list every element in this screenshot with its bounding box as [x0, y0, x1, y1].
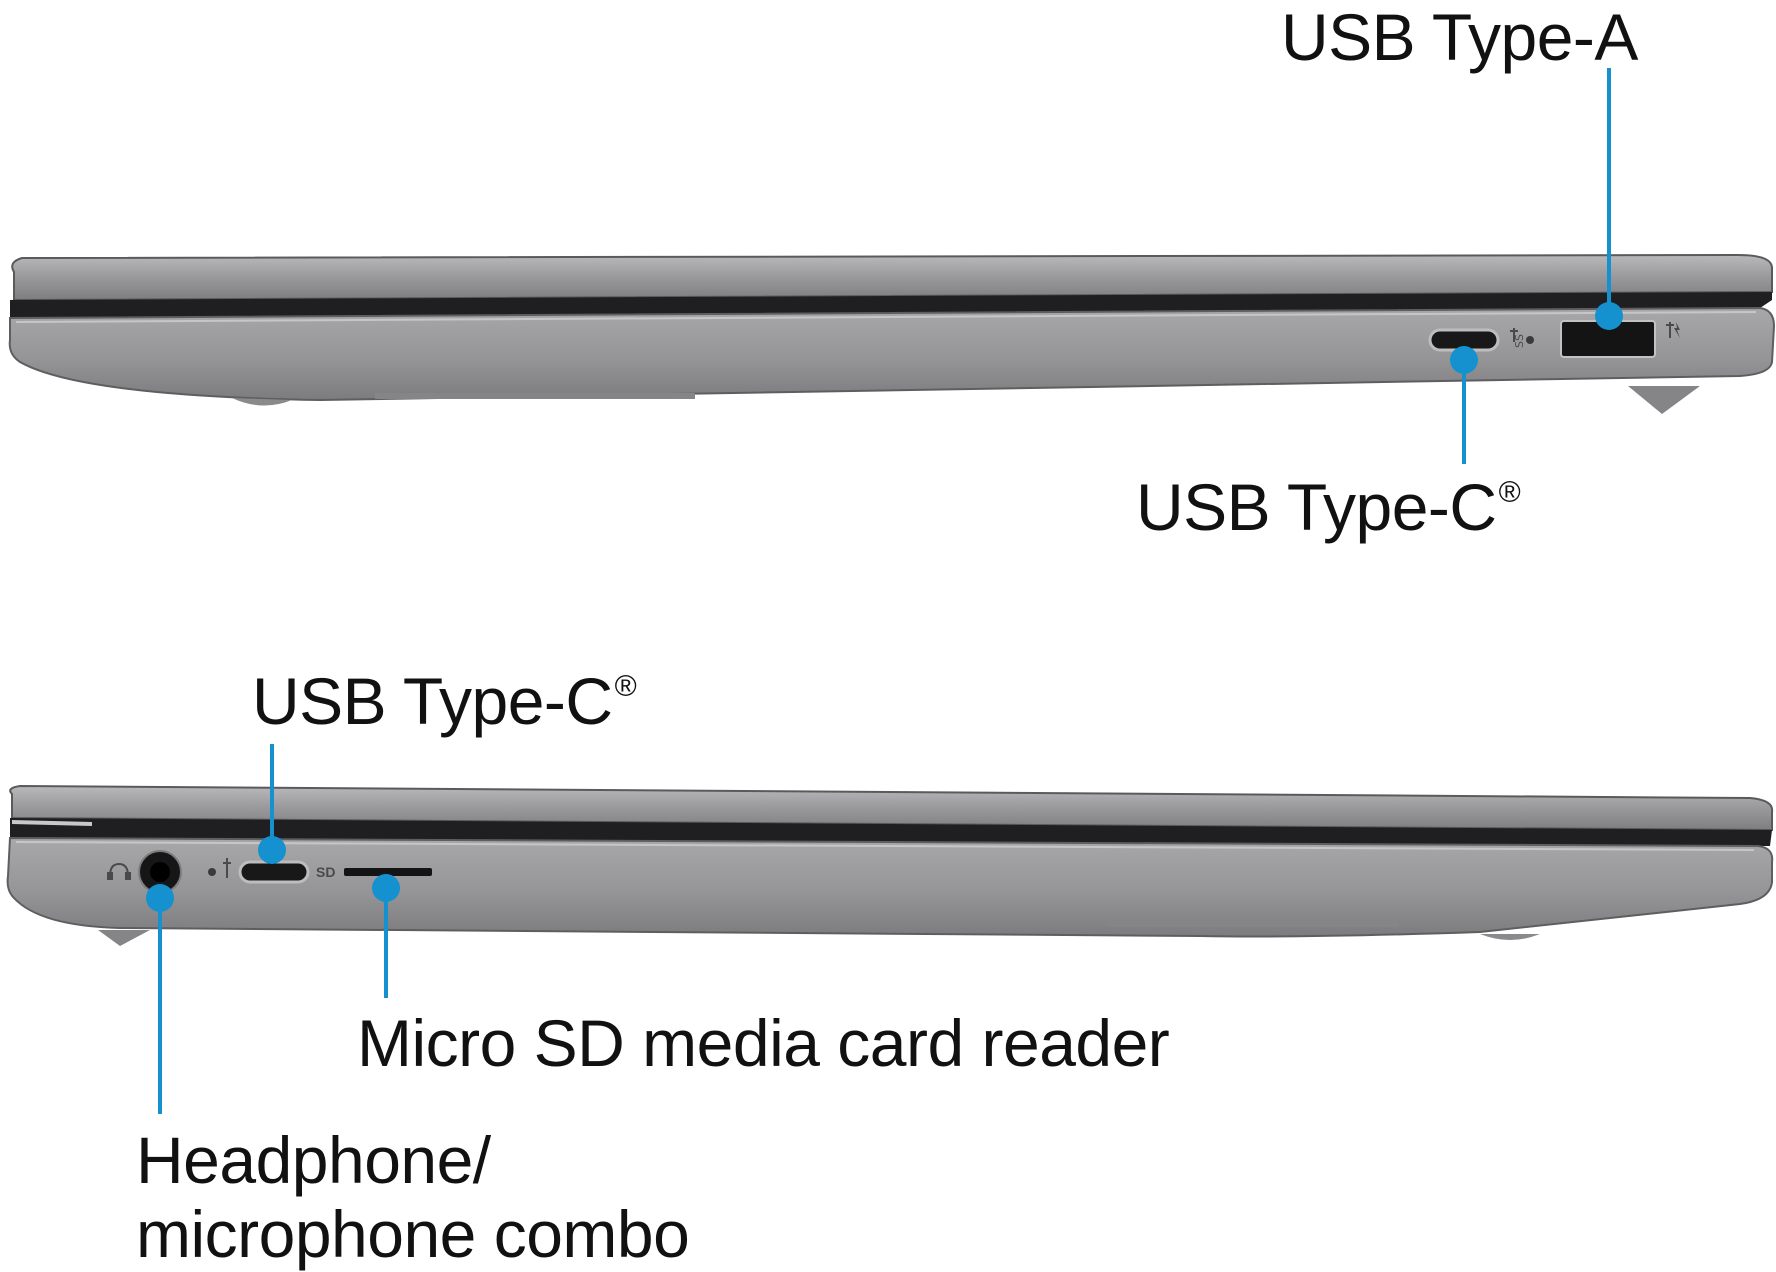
laptop-lid-bottom — [9, 784, 1774, 832]
label-headphone-line2: microphone combo — [136, 1196, 690, 1271]
sd-slot-marking: SD — [316, 864, 335, 880]
headphone-icon — [107, 862, 131, 880]
callout-usb-type-c-left — [258, 744, 286, 864]
laptop-right-side: SS — [8, 253, 1776, 414]
foot-left-bottom — [98, 930, 150, 946]
foot-right-top — [1628, 386, 1700, 414]
label-headphone: Headphone/ microphone combo — [136, 1123, 690, 1272]
callout-micro-sd — [372, 874, 400, 998]
laptop-left-side: SD — [6, 784, 1774, 946]
foot-right-bottom — [1480, 934, 1540, 940]
callout-usb-type-c-right — [1450, 346, 1478, 464]
label-usb-type-a: USB Type-A — [1281, 4, 1638, 70]
laptop-lip-bottom — [12, 820, 92, 826]
charging-led-icon — [1526, 336, 1534, 344]
registered-mark-left: ® — [614, 670, 637, 703]
usb-type-c-port-left — [238, 860, 310, 884]
label-usb-type-c-left-text: USB Type-C — [252, 664, 613, 738]
micro-sd-slot — [344, 868, 432, 876]
status-led-icon — [208, 868, 216, 876]
laptop-seam-top — [10, 292, 1772, 318]
laptop-lid-top — [11, 253, 1773, 302]
label-usb-type-a-text: USB Type-A — [1281, 0, 1638, 74]
svg-text:SS: SS — [1513, 334, 1526, 348]
usb-a-superspeed-icon — [1666, 322, 1680, 338]
label-micro-sd-text: Micro SD media card reader — [357, 1006, 1170, 1080]
laptop-base-highlight-top — [15, 311, 1757, 323]
label-usb-type-c-right: USB Type-C® — [1136, 474, 1521, 540]
laptop-base-highlight-bottom — [15, 841, 1755, 851]
laptop-seam-bottom — [10, 818, 1772, 846]
label-usb-type-c-right-text: USB Type-C — [1136, 470, 1497, 544]
vent-grille-top — [375, 393, 695, 399]
usb-superspeed-icon: SS — [1510, 328, 1526, 348]
vent-grille-bottom — [1108, 921, 1398, 927]
foot-left-top — [232, 398, 292, 406]
laptop-base-bottom — [6, 836, 1774, 938]
headphone-jack-hole — [150, 862, 170, 882]
label-usb-type-c-left: USB Type-C® — [252, 668, 637, 734]
laptop-base-top — [8, 306, 1776, 402]
usb-c-superspeed-icon — [223, 858, 231, 878]
registered-mark-right: ® — [1498, 476, 1521, 509]
label-headphone-line1: Headphone/ — [136, 1123, 491, 1197]
callout-headphone — [146, 884, 174, 1114]
callout-usb-type-a — [1595, 68, 1623, 330]
label-micro-sd: Micro SD media card reader — [357, 1010, 1170, 1076]
